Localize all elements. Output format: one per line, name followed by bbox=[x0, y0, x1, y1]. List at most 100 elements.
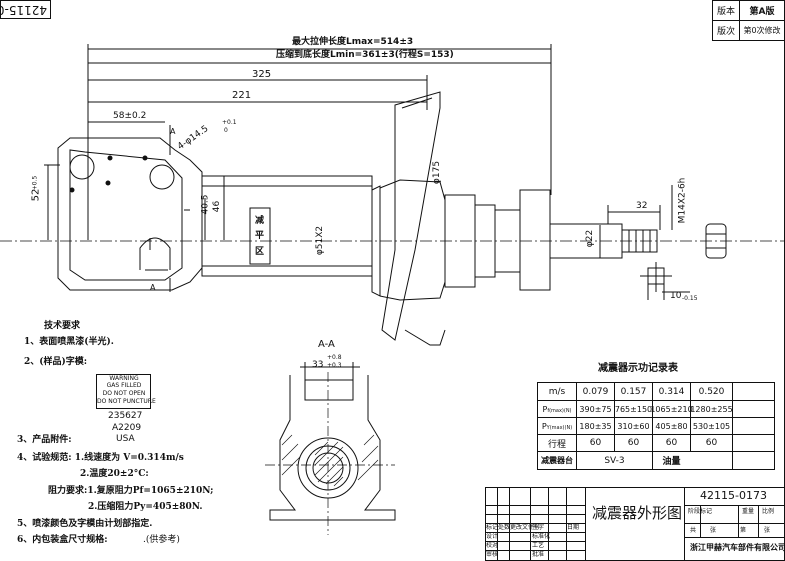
number-box bbox=[0, 0, 51, 19]
row-stroke-label: 行程 bbox=[547, 439, 566, 450]
machine-qty-label: 油量 bbox=[662, 457, 681, 467]
dim-10: 10 bbox=[670, 291, 682, 301]
pf-3: 1280±255 bbox=[690, 404, 733, 414]
dim-min-length: 压缩到底长度Lmin=361±3(行程S=153) bbox=[276, 50, 454, 60]
dim-40: 40.5 bbox=[200, 194, 211, 215]
row-pf-label-sub: f(max)(N) bbox=[547, 408, 572, 414]
version-label: 版本 bbox=[716, 7, 735, 17]
tech-item-6: 6、内包装盒尺寸规格: bbox=[17, 535, 108, 545]
tb-mid-1: 工艺 bbox=[532, 542, 545, 549]
label-plate bbox=[249, 207, 271, 265]
stroke-3: 60 bbox=[705, 438, 718, 448]
section-mark-bottom: A bbox=[150, 283, 156, 292]
tb-mid-0: 标准化 bbox=[532, 533, 551, 540]
row-pf-label-text: P bbox=[542, 404, 548, 414]
spring-seat-plate bbox=[381, 91, 441, 341]
bracket-hole-right bbox=[149, 164, 175, 190]
dim-175: φ175 bbox=[432, 160, 443, 185]
tb-row-0: 设计 bbox=[486, 533, 499, 540]
tb-label-1: 处数 bbox=[498, 524, 511, 531]
part-name: 减震器外形图 bbox=[592, 504, 683, 522]
py-3: 530±105 bbox=[692, 421, 731, 431]
row-py-label-sub: Y(max)(N) bbox=[546, 425, 573, 431]
tb-right-2: 比例 bbox=[762, 508, 775, 515]
dim-hole-tol-dn: 0 bbox=[224, 127, 228, 134]
dust-cover bbox=[519, 189, 551, 291]
section-outline bbox=[269, 375, 396, 521]
machine-value: SV-3 bbox=[604, 455, 625, 466]
company-name: 浙江甲赫汽车部件有限公司 bbox=[690, 543, 785, 552]
tech-item-4d: 2.压缩阻力Py=405±80N. bbox=[88, 502, 203, 512]
body-label-1: 减 bbox=[255, 216, 265, 226]
tech-item-2: 2、(样品)字模: bbox=[24, 357, 88, 367]
section-dim: 33 bbox=[312, 360, 324, 370]
section-dim-tol-dn: +0.3 bbox=[327, 362, 342, 369]
stroke-0: 60 bbox=[589, 438, 602, 448]
mounting-bracket bbox=[57, 137, 203, 291]
warning-line-4: DO NOT PUNCTURE bbox=[97, 398, 156, 405]
tb-label-4: 日期 bbox=[567, 524, 580, 531]
revision-value: 第0次修改 bbox=[743, 26, 781, 35]
dim-51: φ51X2 bbox=[315, 225, 326, 256]
pf-0: 390±75 bbox=[579, 404, 612, 414]
tech-item-5: 5、喷漆颜色及字模由计划部指定. bbox=[17, 519, 153, 529]
code-3: USA bbox=[116, 434, 135, 444]
dim-hole-tol-up: +0.1 bbox=[222, 119, 237, 126]
warning-line-3: DO NOT OPEN bbox=[102, 390, 146, 397]
dim-221: 221 bbox=[232, 90, 252, 101]
body-label-2: 平 bbox=[255, 231, 265, 241]
tb-sheet-3: 张 bbox=[764, 527, 771, 534]
tb-sheet-1: 张 bbox=[710, 527, 717, 534]
section-tube-inner bbox=[305, 445, 351, 491]
dim-thread: M14X2-6h bbox=[677, 177, 688, 224]
body-label-3: 区 bbox=[255, 247, 265, 257]
section-tube-outer bbox=[297, 437, 359, 499]
revision-label: 版次 bbox=[716, 27, 735, 37]
tb-sheet-0: 共 bbox=[690, 527, 697, 534]
stroke-1: 60 bbox=[627, 438, 640, 448]
code-1: 235627 bbox=[108, 411, 143, 421]
tb-row-2: 审核 bbox=[486, 551, 499, 558]
dim-10-tol: -0.15 bbox=[682, 295, 698, 302]
tb-label-3: 签字 bbox=[532, 524, 545, 531]
speed-3: 0.520 bbox=[698, 386, 725, 397]
row-machine-label: 减震器台 bbox=[541, 456, 573, 465]
section-title: A-A bbox=[318, 339, 335, 350]
bracket-slot bbox=[139, 237, 171, 270]
speed-2: 0.314 bbox=[658, 386, 685, 397]
speed-0: 0.079 bbox=[582, 386, 609, 397]
dim-22: φ22 bbox=[585, 229, 596, 248]
threaded-end bbox=[621, 229, 658, 253]
section-dim-tol-up: +0.8 bbox=[327, 354, 342, 361]
warning-box bbox=[96, 374, 151, 409]
pf-2: 1065±210 bbox=[650, 404, 693, 414]
main-tube bbox=[201, 175, 373, 277]
tech-title: 技术要求 bbox=[44, 321, 81, 331]
tech-item-3: 3、产品附件: bbox=[17, 435, 72, 445]
bracket-hole-left bbox=[69, 154, 95, 180]
tech-item-4c: 阻力要求:1.复原阻力Pf=1065±210N; bbox=[48, 486, 214, 496]
pf-1: 765±150 bbox=[614, 404, 653, 414]
py-0: 180±35 bbox=[579, 421, 612, 431]
dim-58: 58±0.2 bbox=[113, 111, 147, 121]
py-2: 405±80 bbox=[655, 421, 688, 431]
code-2: A2209 bbox=[112, 423, 142, 433]
tech-item-1: 1、表面喷黑漆(半光). bbox=[24, 337, 114, 347]
tb-right-1: 重量 bbox=[742, 508, 755, 515]
dim-32: 32 bbox=[636, 201, 648, 211]
tb-row-1: 校对 bbox=[486, 542, 499, 549]
dim-52: 52 bbox=[30, 188, 42, 202]
table-header-label: m/s bbox=[548, 386, 566, 397]
py-1: 310±60 bbox=[617, 421, 650, 431]
drawing-number-rotated: 42115-0173 bbox=[0, 3, 47, 17]
tb-label-2: 更改文件号 bbox=[510, 524, 541, 531]
stroke-2: 60 bbox=[665, 438, 678, 448]
speed-1: 0.157 bbox=[620, 386, 647, 397]
tech-item-6b: .(供参考) bbox=[143, 535, 180, 545]
section-mark-top: A bbox=[170, 127, 176, 136]
nut bbox=[705, 223, 727, 259]
tb-sheet-2: 第 bbox=[740, 527, 747, 534]
table-title: 减震器示功记录表 bbox=[598, 363, 678, 374]
